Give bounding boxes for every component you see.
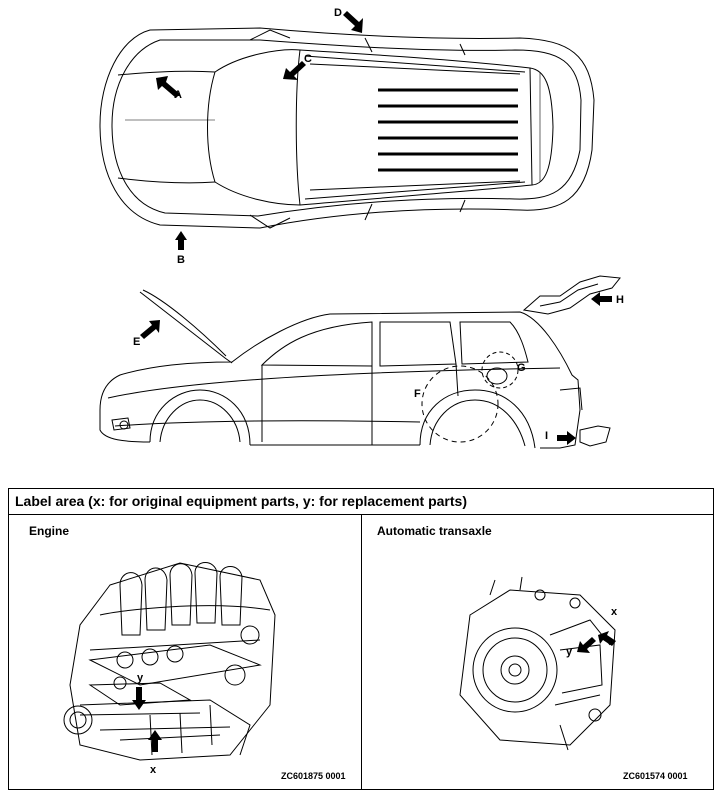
label-g: G xyxy=(517,362,526,374)
engine-illustration xyxy=(60,555,290,770)
engine-label-x: x xyxy=(150,764,157,776)
transaxle-title: Automatic transaxle xyxy=(377,524,492,538)
vehicle-side-view xyxy=(0,270,724,470)
panel-divider xyxy=(361,515,362,789)
transaxle-label-x: x xyxy=(611,606,618,618)
label-area-table: Label area (x: for original equipment pa… xyxy=(8,488,714,790)
transaxle-label-y: y xyxy=(566,646,573,658)
label-area-header: Label area (x: for original equipment pa… xyxy=(9,489,713,515)
label-d: D xyxy=(334,7,342,19)
label-c: C xyxy=(304,53,312,65)
label-h: H xyxy=(616,294,624,306)
label-area-title: Label area (x: for original equipment pa… xyxy=(15,493,467,509)
vehicle-top-view xyxy=(0,11,724,250)
label-f: F xyxy=(414,388,421,400)
engine-label-y: y xyxy=(137,672,144,684)
label-i: I xyxy=(545,430,549,442)
engine-figure-code: ZC601875 0001 xyxy=(281,771,346,781)
engine-title: Engine xyxy=(29,524,70,538)
transaxle-figure-code: ZC601574 0001 xyxy=(623,771,688,781)
label-b: B xyxy=(177,254,185,266)
transaxle-illustration xyxy=(450,575,616,755)
label-e: E xyxy=(133,336,141,348)
label-a: A xyxy=(174,89,182,101)
